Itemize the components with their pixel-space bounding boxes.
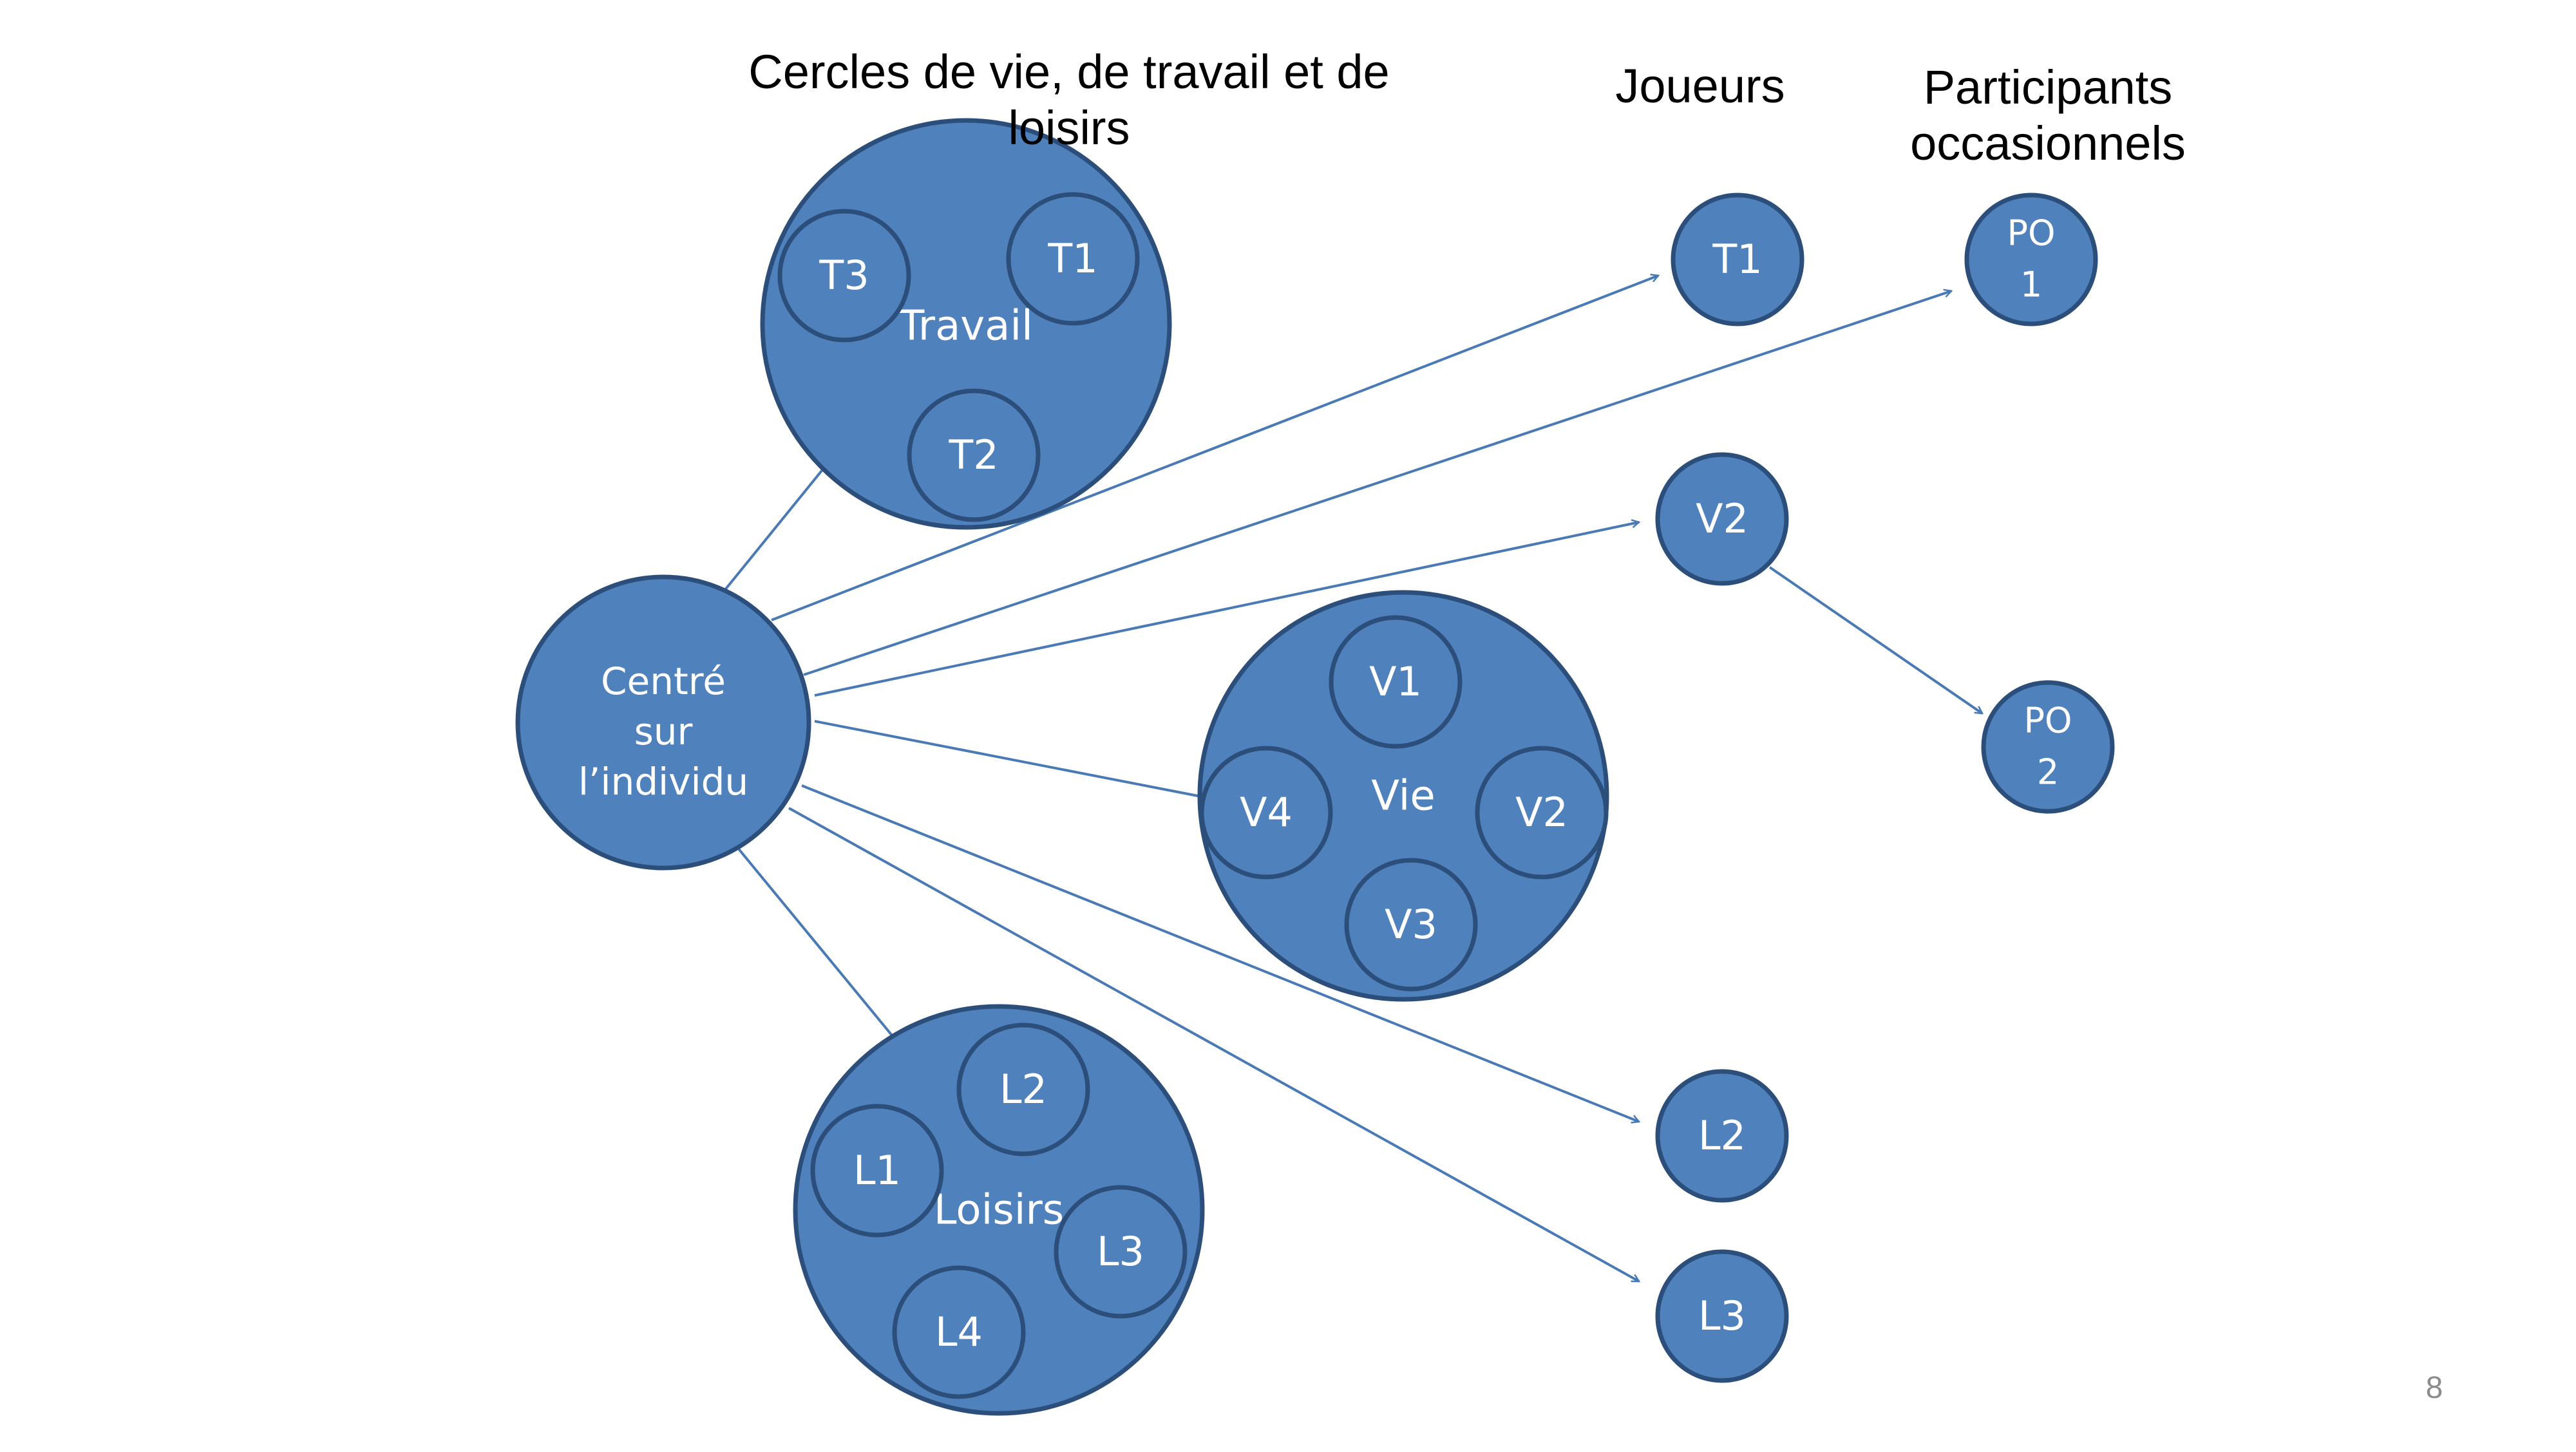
header-joueurs: Joueurs — [1615, 59, 1785, 113]
svg-text:V2: V2 — [1515, 789, 1568, 836]
svg-text:T1: T1 — [1047, 235, 1097, 282]
edge-center-travail — [723, 466, 826, 592]
svg-text:T3: T3 — [819, 252, 869, 299]
svg-text:L4: L4 — [935, 1308, 983, 1355]
arrow-center-po1 — [803, 291, 1951, 676]
group-travail: Travail T3 T1 T2 — [760, 118, 1172, 530]
svg-text:L2: L2 — [999, 1066, 1047, 1113]
joueur-t1: T1 — [1671, 193, 1804, 326]
joueur-v2: V2 — [1655, 452, 1789, 586]
svg-text:L3: L3 — [1097, 1228, 1144, 1275]
edge-center-vie — [814, 720, 1205, 798]
svg-text:PO: PO — [2007, 213, 2055, 254]
group-vie-label: Vie — [1371, 773, 1435, 820]
center-label-line-2: sur — [634, 710, 693, 753]
header-cercles: Cercles de vie, de travail et de loisirs — [748, 45, 1390, 155]
arrow-center-t1 — [771, 276, 1658, 621]
group-loisirs-label: Loisirs — [934, 1187, 1064, 1234]
arrow-center-l3 — [788, 807, 1639, 1283]
svg-text:1: 1 — [2020, 265, 2042, 305]
center-label-line-1: Centré — [601, 659, 726, 703]
arrow-center-v2 — [814, 522, 1639, 697]
joueur-l3: L3 — [1655, 1249, 1789, 1383]
page-number: 8 — [2425, 1371, 2443, 1405]
center-node: Centré sur l’individu — [515, 574, 811, 871]
member-l4: L4 — [892, 1265, 1026, 1399]
joueur-l2: L2 — [1655, 1069, 1789, 1203]
svg-text:V1: V1 — [1369, 658, 1422, 705]
svg-text:T2: T2 — [948, 431, 998, 478]
member-l1: L1 — [810, 1104, 944, 1238]
arrow-center-l2 — [801, 784, 1639, 1122]
svg-text:L3: L3 — [1698, 1292, 1746, 1339]
member-v3: V3 — [1344, 858, 1478, 992]
member-t2: T2 — [907, 388, 1041, 522]
svg-text:V3: V3 — [1385, 901, 1437, 948]
arrow-v2-po2 — [1768, 566, 1982, 715]
svg-text:V4: V4 — [1240, 789, 1293, 836]
center-label-line-3: l’individu — [578, 760, 748, 804]
member-t1: T1 — [1006, 192, 1140, 326]
group-loisirs: Loisirs L2 L1 L3 L4 — [793, 1004, 1205, 1416]
member-v2: V2 — [1475, 746, 1609, 880]
participant-po2: PO 2 — [1981, 680, 2115, 814]
svg-text:PO: PO — [2023, 701, 2072, 741]
member-v1: V1 — [1329, 615, 1463, 749]
member-v4: V4 — [1199, 746, 1333, 880]
participant-po1: PO 1 — [1964, 193, 2098, 326]
edge-center-loisirs — [733, 842, 896, 1041]
svg-text:2: 2 — [2037, 752, 2059, 793]
group-travail-label: Travail — [898, 303, 1033, 350]
svg-text:L1: L1 — [853, 1147, 901, 1194]
member-l3: L3 — [1054, 1185, 1188, 1319]
svg-text:T1: T1 — [1712, 236, 1762, 283]
svg-text:L2: L2 — [1698, 1112, 1746, 1159]
member-l2: L2 — [956, 1023, 1090, 1156]
svg-text:V2: V2 — [1696, 495, 1748, 542]
group-vie: Vie V1 V4 V2 V3 — [1197, 590, 1609, 1002]
header-participants: Participants occasionnels — [1910, 61, 2186, 171]
member-t3: T3 — [777, 209, 911, 343]
